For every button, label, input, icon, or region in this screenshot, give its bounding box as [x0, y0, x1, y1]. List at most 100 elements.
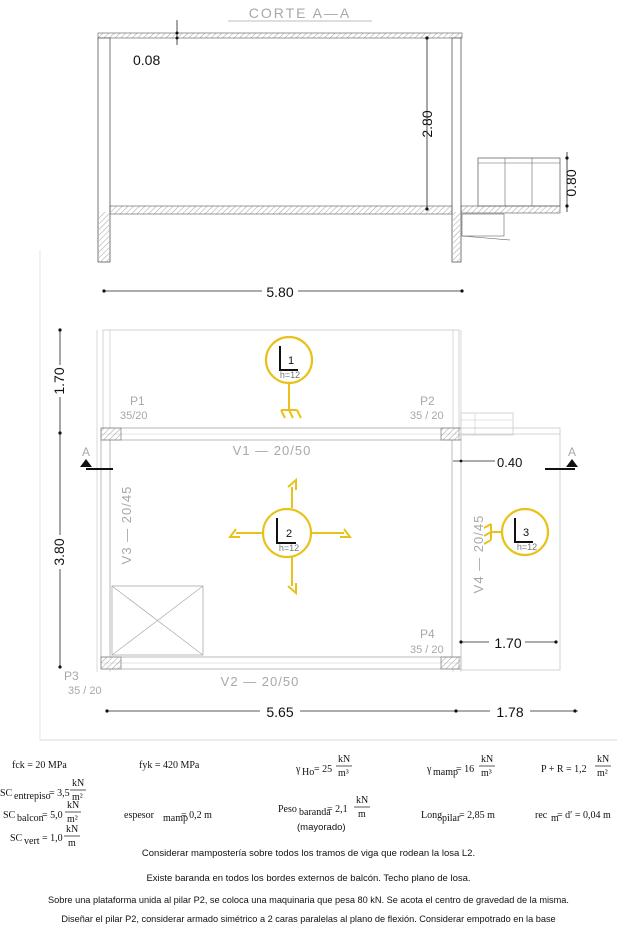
dim-label-bg [490, 703, 530, 719]
param-sc-vert-unit-num: kN [66, 824, 78, 835]
column-p3 [100, 656, 122, 670]
param-peso-baranda: Peso baranda = 2,1 kN m (mayorado) [278, 795, 370, 833]
param-long-pilar: Long pilar = 2,85 m [421, 810, 495, 824]
param-sc-balcon-value: = 5,0 [42, 810, 63, 821]
param-sc-entrepiso-unit-num: kN [72, 778, 84, 789]
column-p4-size: 35 / 20 [410, 644, 444, 656]
section-floor-slab [109, 205, 453, 215]
dim-offset: 0.40 [497, 455, 522, 470]
slab-l2-arrow-down-icon [287, 557, 297, 596]
section-roof-slab [97, 32, 463, 39]
dim-tick [454, 709, 458, 713]
param-peso-symbol: Peso [278, 804, 297, 815]
param-espesor-sub: mamp [163, 813, 188, 824]
slab-l3-number: 3 [523, 527, 529, 539]
slab-l2-arrow-right-icon [312, 528, 352, 538]
platform-line [461, 235, 511, 241]
param-gamma-mamp: γ mamp = 16 kN m³ [426, 754, 495, 779]
param-long-symbol: Long [421, 810, 442, 821]
slab-l1-support-icon [280, 384, 302, 419]
slab-l2-number: 2 [286, 528, 292, 540]
param-sc-balcon: SC balcon = 5,0 kN m² [3, 800, 81, 825]
param-peso-note: (mayorado) [297, 822, 346, 833]
note-2: Existe baranda en todos los bordes exter… [146, 873, 471, 884]
dim-tick [175, 31, 179, 35]
slab-l1-number: 1 [288, 355, 294, 367]
param-rec: rec m = d′ = 0,04 m [535, 810, 611, 824]
param-sc-vert-symbol: SC [10, 833, 23, 844]
balcony-outline [460, 427, 561, 671]
slab-l1-mark [279, 346, 298, 371]
cut-label-left: A [82, 445, 90, 459]
param-sc-vert: SC vert = 1,0 kN m [10, 824, 80, 849]
param-sc-vert-value: = 1,0 [42, 833, 63, 844]
dim-label-bg [262, 283, 298, 299]
dim-tick [58, 328, 62, 332]
param-pr-unit-den: m² [597, 768, 608, 779]
dim-label-bg [489, 634, 525, 650]
dim-left-bottom: 3.80 [51, 538, 67, 565]
param-sc-vert-sub: vert [24, 836, 40, 847]
cut-arrow-right [566, 459, 578, 467]
dim-tick [58, 431, 62, 435]
dim-left-top: 1.70 [51, 367, 67, 394]
slab-l3-support-icon [483, 523, 502, 545]
param-peso-unit-den: m [358, 809, 366, 820]
column-p3-label: P3 [64, 669, 79, 683]
dim-slab-thickness: 0.08 [133, 52, 160, 68]
dim-tick [425, 36, 429, 40]
param-gamma-ho: γ Ho = 25 kN m³ [295, 754, 352, 779]
beam-v3 [100, 439, 111, 658]
dim-balcony-inner: 1.70 [494, 635, 521, 651]
param-sc-entrepiso-symbol: SC [0, 788, 13, 799]
slab-l2-arrow-left-icon [228, 528, 262, 538]
param-peso-sub: baranda [299, 807, 331, 818]
opening [111, 585, 204, 656]
param-gamma-mamp-value: = 16 [456, 764, 474, 775]
param-sc-balcon-sub: balcon [17, 813, 44, 824]
param-espesor-symbol: espesor [124, 810, 155, 821]
column-p3-size: 35 / 20 [68, 685, 102, 697]
dim-tick [459, 459, 463, 463]
section-right-wall-hatch [453, 212, 460, 262]
param-fck: fck = 20 MPa [12, 760, 67, 771]
slab-l2-circle [261, 507, 313, 559]
slab-l2-h: h=12 [279, 543, 299, 553]
param-gamma-ho-unit-den: m³ [338, 768, 349, 779]
plan-view: 5.80 1.70 3.80 P1 35/20 P2 [39, 250, 617, 741]
param-espesor: espesor mamp = 0,2 m [124, 810, 212, 824]
param-sc-balcon-unit-num: kN [67, 800, 79, 811]
beam-v3-label: V3 — 20/45 [119, 486, 134, 565]
dim-tick [565, 204, 569, 208]
opening-diag [111, 585, 204, 656]
section-railing [477, 157, 561, 207]
param-espesor-value: = 0,2 m [181, 810, 212, 821]
param-gamma-ho-unit-num: kN [338, 754, 350, 765]
column-p1-label: P1 [130, 394, 145, 408]
dim-tick [460, 289, 464, 293]
dim-tick [58, 665, 62, 669]
param-sc-entrepiso: SC entrepiso = 3,5 kN m² [0, 778, 86, 803]
param-rec-sub: m [551, 813, 559, 824]
param-peso-unit-num: kN [356, 795, 368, 806]
slab-l1-h: h=12 [280, 370, 300, 380]
beam-v4 [451, 439, 462, 658]
column-p1-size: 35/20 [120, 410, 148, 422]
column-p4-label: P4 [420, 627, 435, 641]
param-sc-entrepiso-unit-den: m² [72, 792, 83, 803]
param-gamma-mamp-symbol: γ [426, 764, 432, 775]
beam-v1-label: V1 — 20/50 [233, 443, 312, 458]
param-sc-entrepiso-sub: entrepiso [14, 791, 51, 802]
dim-railing-height: 0.80 [563, 169, 579, 196]
param-pr: P + R = 1,2 kN m² [541, 754, 611, 779]
param-gamma-mamp-unit-den: m³ [481, 768, 492, 779]
param-rec-symbol: rec [535, 810, 548, 821]
dim-tick [425, 207, 429, 211]
dim-tick [573, 709, 577, 713]
section-platform [461, 213, 505, 237]
dim-label-bg [52, 535, 68, 569]
dim-tick [565, 156, 569, 160]
section-view: CORTE A—A 0.08 2.80 0.80 [97, 5, 579, 263]
